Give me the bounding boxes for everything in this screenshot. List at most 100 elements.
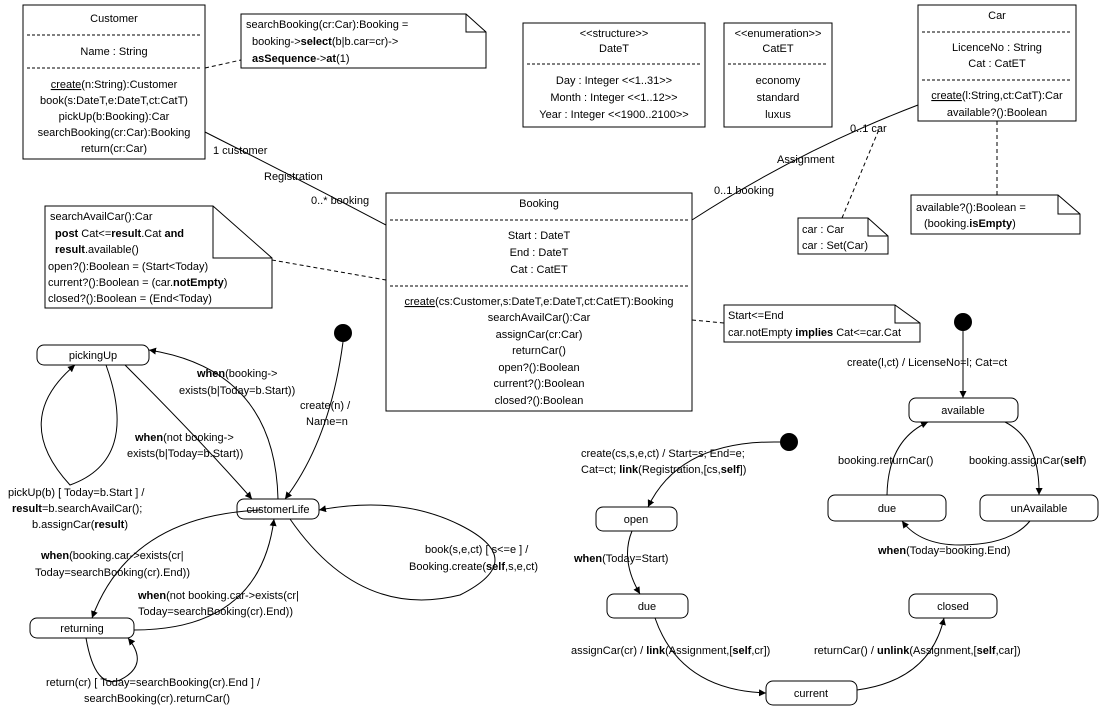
initial-state-customer (334, 324, 352, 342)
class-datet-attr: Month : Integer <<1..12>> (550, 92, 677, 104)
note-line: available?():Boolean = (916, 202, 1026, 214)
association-assignment[interactable]: 0..1 car Assignment 0..1 booking (691, 104, 919, 221)
transition-when-today[interactable] (901, 520, 1031, 546)
note-booking-ops[interactable]: searchAvailCar():Car post Cat<=result.Ca… (44, 205, 273, 309)
class-car-attr: LicenceNo : String (952, 42, 1042, 54)
role-customer: 1 customer (213, 145, 268, 157)
class-catet-literal: standard (757, 92, 800, 104)
initial-state-car (954, 313, 972, 331)
class-car-name: Car (988, 10, 1006, 22)
note-search-booking[interactable]: searchBooking(cr:Car):Booking = booking-… (240, 13, 487, 69)
transition-label: assignCar(cr) / link(Assignment,[self,cr… (571, 645, 770, 657)
class-catet[interactable]: <<enumeration>> CatET economy standard l… (723, 22, 833, 128)
transition-create[interactable] (284, 341, 344, 500)
state-label: closed (937, 601, 969, 613)
transition-label: book(s,e,ct) [ s<=e ] / (425, 544, 529, 556)
transition-label: returnCar() / unlink(Assignment,[self,ca… (814, 645, 1021, 657)
note-line: car : Set(Car) (802, 240, 868, 252)
class-car-op: available?():Boolean (947, 107, 1047, 119)
transition-label: create(n) / (300, 400, 351, 412)
transition-label: return(cr) [ Today=searchBooking(cr).End… (46, 677, 261, 689)
state-unavailable[interactable]: unAvailable (979, 494, 1099, 522)
state-car-due[interactable]: due (827, 494, 947, 522)
state-open[interactable]: open (595, 506, 678, 532)
note-anchor (271, 259, 387, 281)
transition-label: Name=n (306, 416, 348, 428)
class-booking-name: Booking (519, 198, 559, 210)
note-car-types[interactable]: car : Car car : Set(Car) (797, 217, 889, 255)
class-catet-stereotype: <<enumeration>> (735, 28, 822, 40)
transition-return-loop[interactable] (85, 637, 138, 682)
transition-label: Cat=ct; link(Registration,[cs,self]) (581, 464, 746, 476)
transition-label: exists(b|Today=b.Start)) (127, 448, 243, 460)
note-line: searchAvailCar():Car (50, 211, 153, 223)
class-datet-name: DateT (599, 43, 629, 55)
transition-label: booking.assignCar(self) (969, 455, 1086, 467)
note-line: (booking.isEmpty) (924, 218, 1016, 230)
state-available[interactable]: available (908, 397, 1019, 423)
state-customer-life[interactable]: customerLife (236, 498, 320, 520)
note-anchor (204, 59, 242, 69)
class-customer-op: searchBooking(cr:Car):Booking (38, 127, 191, 139)
transition-label: create(l,ct) / LicenseNo=l; Cat=ct (847, 357, 1007, 369)
transition-label: when(booking-> (196, 368, 277, 380)
note-line: post Cat<=result.Cat and (55, 228, 184, 240)
class-customer-op: pickUp(b:Booking):Car (59, 111, 170, 123)
class-booking-op: open?():Boolean (498, 362, 579, 374)
class-booking-op: current?():Boolean (493, 378, 584, 390)
role-booking: 0..* booking (311, 195, 369, 207)
note-line: searchBooking(cr:Car):Booking = (246, 19, 408, 31)
class-customer-name: Customer (90, 13, 138, 25)
transition-create[interactable] (647, 441, 781, 508)
transition-when-not-booking[interactable] (124, 364, 253, 500)
transition-label: Today=searchBooking(cr).End)) (138, 606, 293, 618)
transition-label: searchBooking(cr).returnCar() (84, 693, 230, 705)
transition-when-car[interactable] (91, 509, 263, 619)
class-datet[interactable]: <<structure>> DateT Day : Integer <<1..3… (522, 22, 706, 128)
class-catet-literal: economy (756, 75, 801, 87)
note-line: asSequence->at(1) (252, 53, 350, 65)
class-customer-op: return(cr:Car) (81, 143, 147, 155)
note-line: Start<=End (728, 310, 784, 322)
note-line: current?():Boolean = (car.notEmpty) (48, 277, 227, 289)
note-car-available[interactable]: available?():Boolean = (booking.isEmpty) (910, 194, 1081, 235)
class-datet-attr: Year : Integer <<1900..2100>> (539, 109, 688, 121)
transition-label: create(cs,s,e,ct) / Start=s; End=e; (581, 448, 745, 460)
transition-label: when(Today=booking.End) (877, 545, 1010, 557)
class-car[interactable]: Car LicenceNo : String Cat : CatET creat… (917, 4, 1077, 122)
note-line: result.available() (55, 244, 139, 256)
state-picking-up[interactable]: pickingUp (36, 344, 150, 366)
state-closed[interactable]: closed (908, 593, 998, 619)
class-booking-op-create: create(cs:Customer,s:DateT,e:DateT,ct:Ca… (405, 296, 674, 308)
note-anchor (691, 319, 725, 324)
transition-assign[interactable] (654, 617, 767, 697)
class-booking-attr: Cat : CatET (510, 264, 568, 276)
transition-when-not-car[interactable] (133, 518, 277, 631)
class-booking[interactable]: Booking Start : DateT End : DateT Cat : … (385, 192, 693, 412)
transition-when-booking[interactable] (148, 347, 279, 500)
transition-return[interactable] (856, 617, 946, 691)
transition-assign[interactable] (1004, 421, 1043, 496)
role-car: 0..1 car (850, 123, 887, 135)
transition-when-today[interactable] (627, 530, 641, 595)
note-line: closed?():Boolean = (End<Today) (48, 293, 212, 305)
transition-label: b.assignCar(result) (32, 519, 128, 531)
transition-return[interactable] (886, 421, 929, 496)
transition-label: result=b.searchAvailCar(); (12, 503, 142, 515)
state-booking-due[interactable]: due (606, 593, 689, 619)
transition-label: when(Today=Start) (573, 553, 668, 565)
association-registration[interactable]: 1 customer Registration 0..* booking (204, 131, 387, 226)
class-booking-attr: Start : DateT (508, 230, 571, 242)
class-customer[interactable]: Customer Name : String create(n:String):… (22, 4, 206, 160)
class-datet-attr: Day : Integer <<1..31>> (556, 75, 672, 87)
state-returning[interactable]: returning (29, 617, 135, 639)
state-current[interactable]: current (765, 680, 858, 706)
transition-book-loop[interactable] (289, 504, 496, 601)
class-booking-op: returnCar() (512, 345, 566, 357)
transition-pickup-loop[interactable] (40, 364, 118, 486)
state-label: pickingUp (69, 350, 117, 362)
note-booking-constraint[interactable]: Start<=End car.notEmpty implies Cat<=car… (723, 304, 921, 343)
state-label: current (794, 688, 828, 700)
note-line: booking->select(b|b.car=cr)-> (252, 36, 398, 48)
transition-label: pickUp(b) [ Today=b.Start ] / (8, 487, 145, 499)
